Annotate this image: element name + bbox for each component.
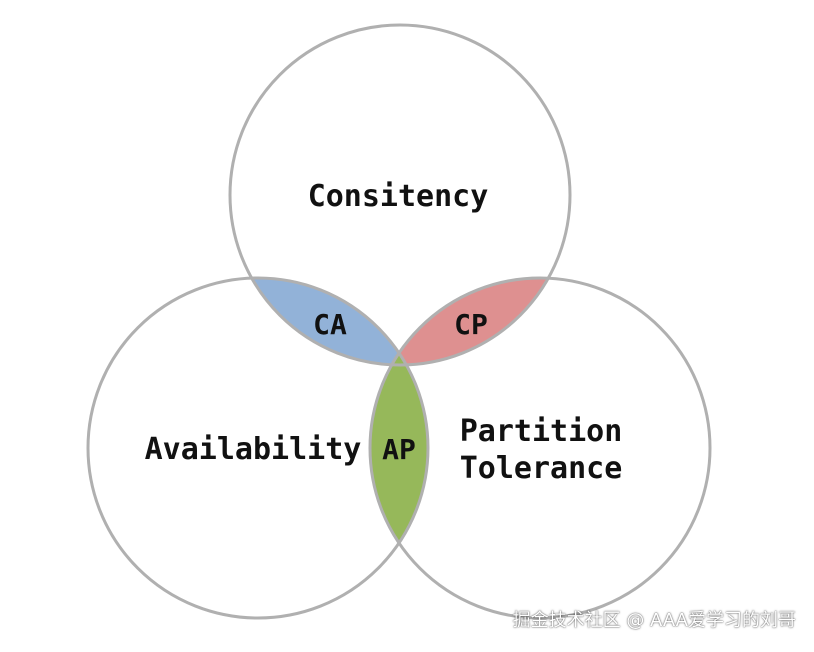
partition-tolerance-circle (368, 276, 712, 620)
availability-label: Availability (145, 432, 362, 467)
consistency-label: Consitency (308, 179, 489, 214)
consistency-circle (228, 23, 572, 367)
ap-label: AP (382, 433, 416, 466)
ca-label: CA (313, 308, 347, 341)
availability-circle (86, 276, 430, 620)
partition-label-line2: Tolerance (460, 451, 623, 486)
partition-label-line1: Partition (460, 414, 623, 449)
watermark-text: 掘金技术社区 @ AAA爱学习的刘哥 (512, 610, 796, 631)
cp-label: CP (454, 308, 488, 341)
